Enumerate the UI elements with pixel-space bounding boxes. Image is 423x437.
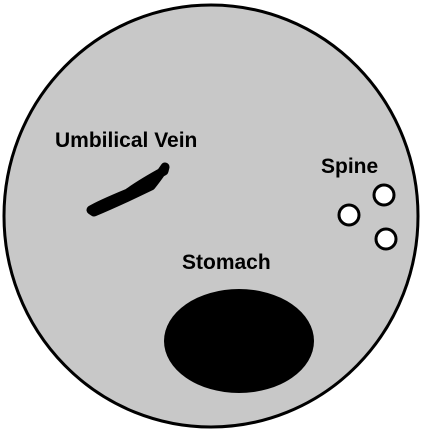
stomach-label: Stomach: [182, 252, 271, 273]
spine-vertebra-3: [376, 229, 396, 249]
stomach-shape: [164, 289, 314, 393]
umbilical-vein-label: Umbilical Vein: [55, 130, 197, 151]
spine-vertebra-2: [374, 185, 394, 205]
spine-label: Spine: [321, 156, 378, 177]
spine-vertebra-1: [339, 205, 359, 225]
